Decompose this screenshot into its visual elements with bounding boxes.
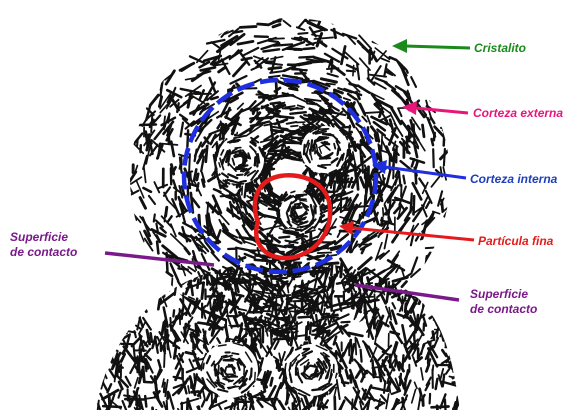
outer-aggregate-crystallites (123, 13, 457, 349)
corteza-interna-label: Corteza interna (470, 172, 557, 186)
superficie-left-label-line1: Superficie (10, 230, 68, 244)
cristalito-arrow (392, 39, 470, 53)
superficie-left-pointer (105, 253, 214, 265)
cristalito-label: Cristalito (474, 41, 526, 55)
superficie-right-label-line1: Superficie (470, 287, 528, 301)
particula-fina-label: Partícula fina (478, 234, 553, 248)
superficie-left-label-line2: de contacto (10, 245, 77, 259)
corteza-externa-label: Corteza externa (473, 106, 563, 120)
superficie-right-label-line2: de contacto (470, 302, 537, 316)
